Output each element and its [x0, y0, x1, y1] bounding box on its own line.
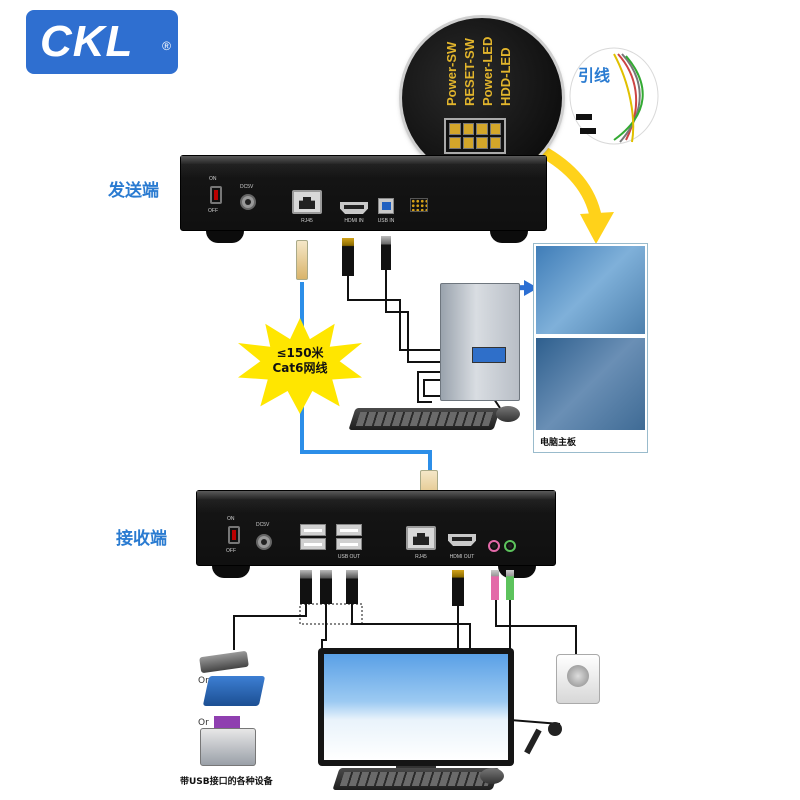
receiver-mouse [480, 768, 504, 784]
receiver-power-switch[interactable] [228, 526, 240, 544]
pointer-arrow-head [580, 212, 614, 244]
receiver-foot-right [498, 566, 536, 578]
audio-cable-speaker [495, 598, 577, 654]
usb-plug-3 [346, 570, 358, 604]
motherboard-photo-bottom [536, 338, 645, 430]
pc-front-display [472, 347, 506, 363]
receiver-hdmi-label: HDMI OUT [449, 554, 475, 560]
sender-usb-port[interactable] [378, 198, 394, 214]
audio-cable-mic [509, 598, 561, 725]
sender-dc-jack[interactable] [240, 194, 256, 210]
keyboard-cable [417, 371, 448, 403]
receiver-keyboard [332, 768, 500, 790]
sender-foot-left [206, 231, 244, 243]
to-board-arrow-head [524, 280, 538, 296]
receiver-foot-left [212, 566, 250, 578]
hdmi-cable-sender [347, 276, 448, 351]
monitor-screen [324, 654, 508, 760]
usb-cable-sender [385, 270, 448, 363]
receiver-on-label: ON [227, 516, 235, 522]
receiver-lip [197, 491, 555, 499]
distance-line-2: Cat6网线 [272, 361, 328, 375]
printer [200, 728, 256, 766]
sender-lip [181, 156, 546, 164]
logo-text: CKL [40, 17, 134, 66]
sender-label: 发送端 [108, 181, 159, 201]
usb-group-outline [299, 603, 363, 625]
receiver-rj45-port[interactable] [406, 526, 436, 550]
receiver-off-label: OFF [226, 548, 236, 554]
sender-rj45-label: RJ45 [301, 218, 313, 224]
sender-dc-label: DC5V [240, 184, 254, 190]
or-label-2: Or [198, 718, 209, 728]
speaker [556, 654, 600, 704]
distance-line-1: ≤150米 [276, 346, 324, 360]
sender-pin-header[interactable] [410, 198, 428, 212]
receiver-label: 接收端 [116, 529, 167, 549]
sender-power-switch[interactable] [210, 186, 222, 204]
pin-hdd-led-label: HDD-LED [498, 47, 513, 107]
pin-power-led-label: Power-LED [480, 36, 495, 106]
pin-labels: Power-SW RESET-SW Power-LED HDD-LED [444, 28, 524, 106]
sender-rj45-port[interactable] [292, 190, 322, 214]
or-label-1: Or [198, 676, 209, 686]
usb-plug-1 [300, 570, 312, 604]
distance-text: ≤150米 Cat6网线 [238, 346, 362, 376]
rj45-plug-sender [296, 240, 308, 280]
pc-tower [440, 283, 520, 401]
receiver-dc-label: DC5V [256, 522, 270, 528]
usb-cable-devices [233, 604, 307, 650]
sender-off-label: OFF [208, 208, 218, 214]
sender-keyboard [348, 408, 501, 430]
usb-cable-mouse [351, 600, 471, 650]
receiver-usb-port-2[interactable] [300, 538, 326, 550]
pin-power-sw-label: Power-SW [444, 41, 459, 106]
mic-jack[interactable] [488, 540, 500, 552]
hdmi-plug-receiver [452, 570, 464, 606]
sender-unit [180, 155, 547, 231]
sender-usb-label: USB IN [377, 218, 395, 224]
wire-harness-image [569, 47, 659, 145]
motherboard-photo-top [536, 246, 645, 334]
wire-label: 引线 [578, 66, 611, 85]
ckl-logo: CKL ® [26, 10, 178, 74]
audio-out-jack[interactable] [504, 540, 516, 552]
receiver-rj45-label: RJ45 [415, 554, 427, 560]
receiver-usb-port-4[interactable] [336, 538, 362, 550]
hdmi-plug-sender [342, 238, 354, 276]
receiver-usb-port-1[interactable] [300, 524, 326, 536]
sender-hdmi-port[interactable] [340, 202, 368, 214]
receiver-usb-label: USB OUT [337, 554, 361, 560]
usb-plug-2 [320, 570, 332, 604]
motherboard-label: 电脑主板 [540, 438, 577, 448]
usb-devices-caption: 带USB接口的各种设备 [180, 777, 273, 787]
scanner [202, 676, 266, 706]
monitor [318, 648, 514, 766]
receiver-usb-port-3[interactable] [336, 524, 362, 536]
pointer-arrow-body [537, 144, 602, 220]
sender-hdmi-label: HDMI IN [344, 218, 364, 224]
sender-on-label: ON [209, 176, 217, 182]
microphone-head [548, 722, 562, 736]
receiver-unit [196, 490, 556, 566]
sender-foot-right [490, 231, 528, 243]
receiver-hdmi-port[interactable] [448, 534, 476, 546]
usb-plug-sender [381, 236, 391, 270]
mic-plug [491, 570, 499, 600]
receiver-dc-jack[interactable] [256, 534, 272, 550]
audio-plug [506, 570, 514, 600]
trademark-symbol: ® [162, 39, 172, 53]
pin-header [444, 118, 506, 154]
pin-reset-sw-label: RESET-SW [462, 38, 477, 106]
sender-mouse [496, 406, 520, 422]
